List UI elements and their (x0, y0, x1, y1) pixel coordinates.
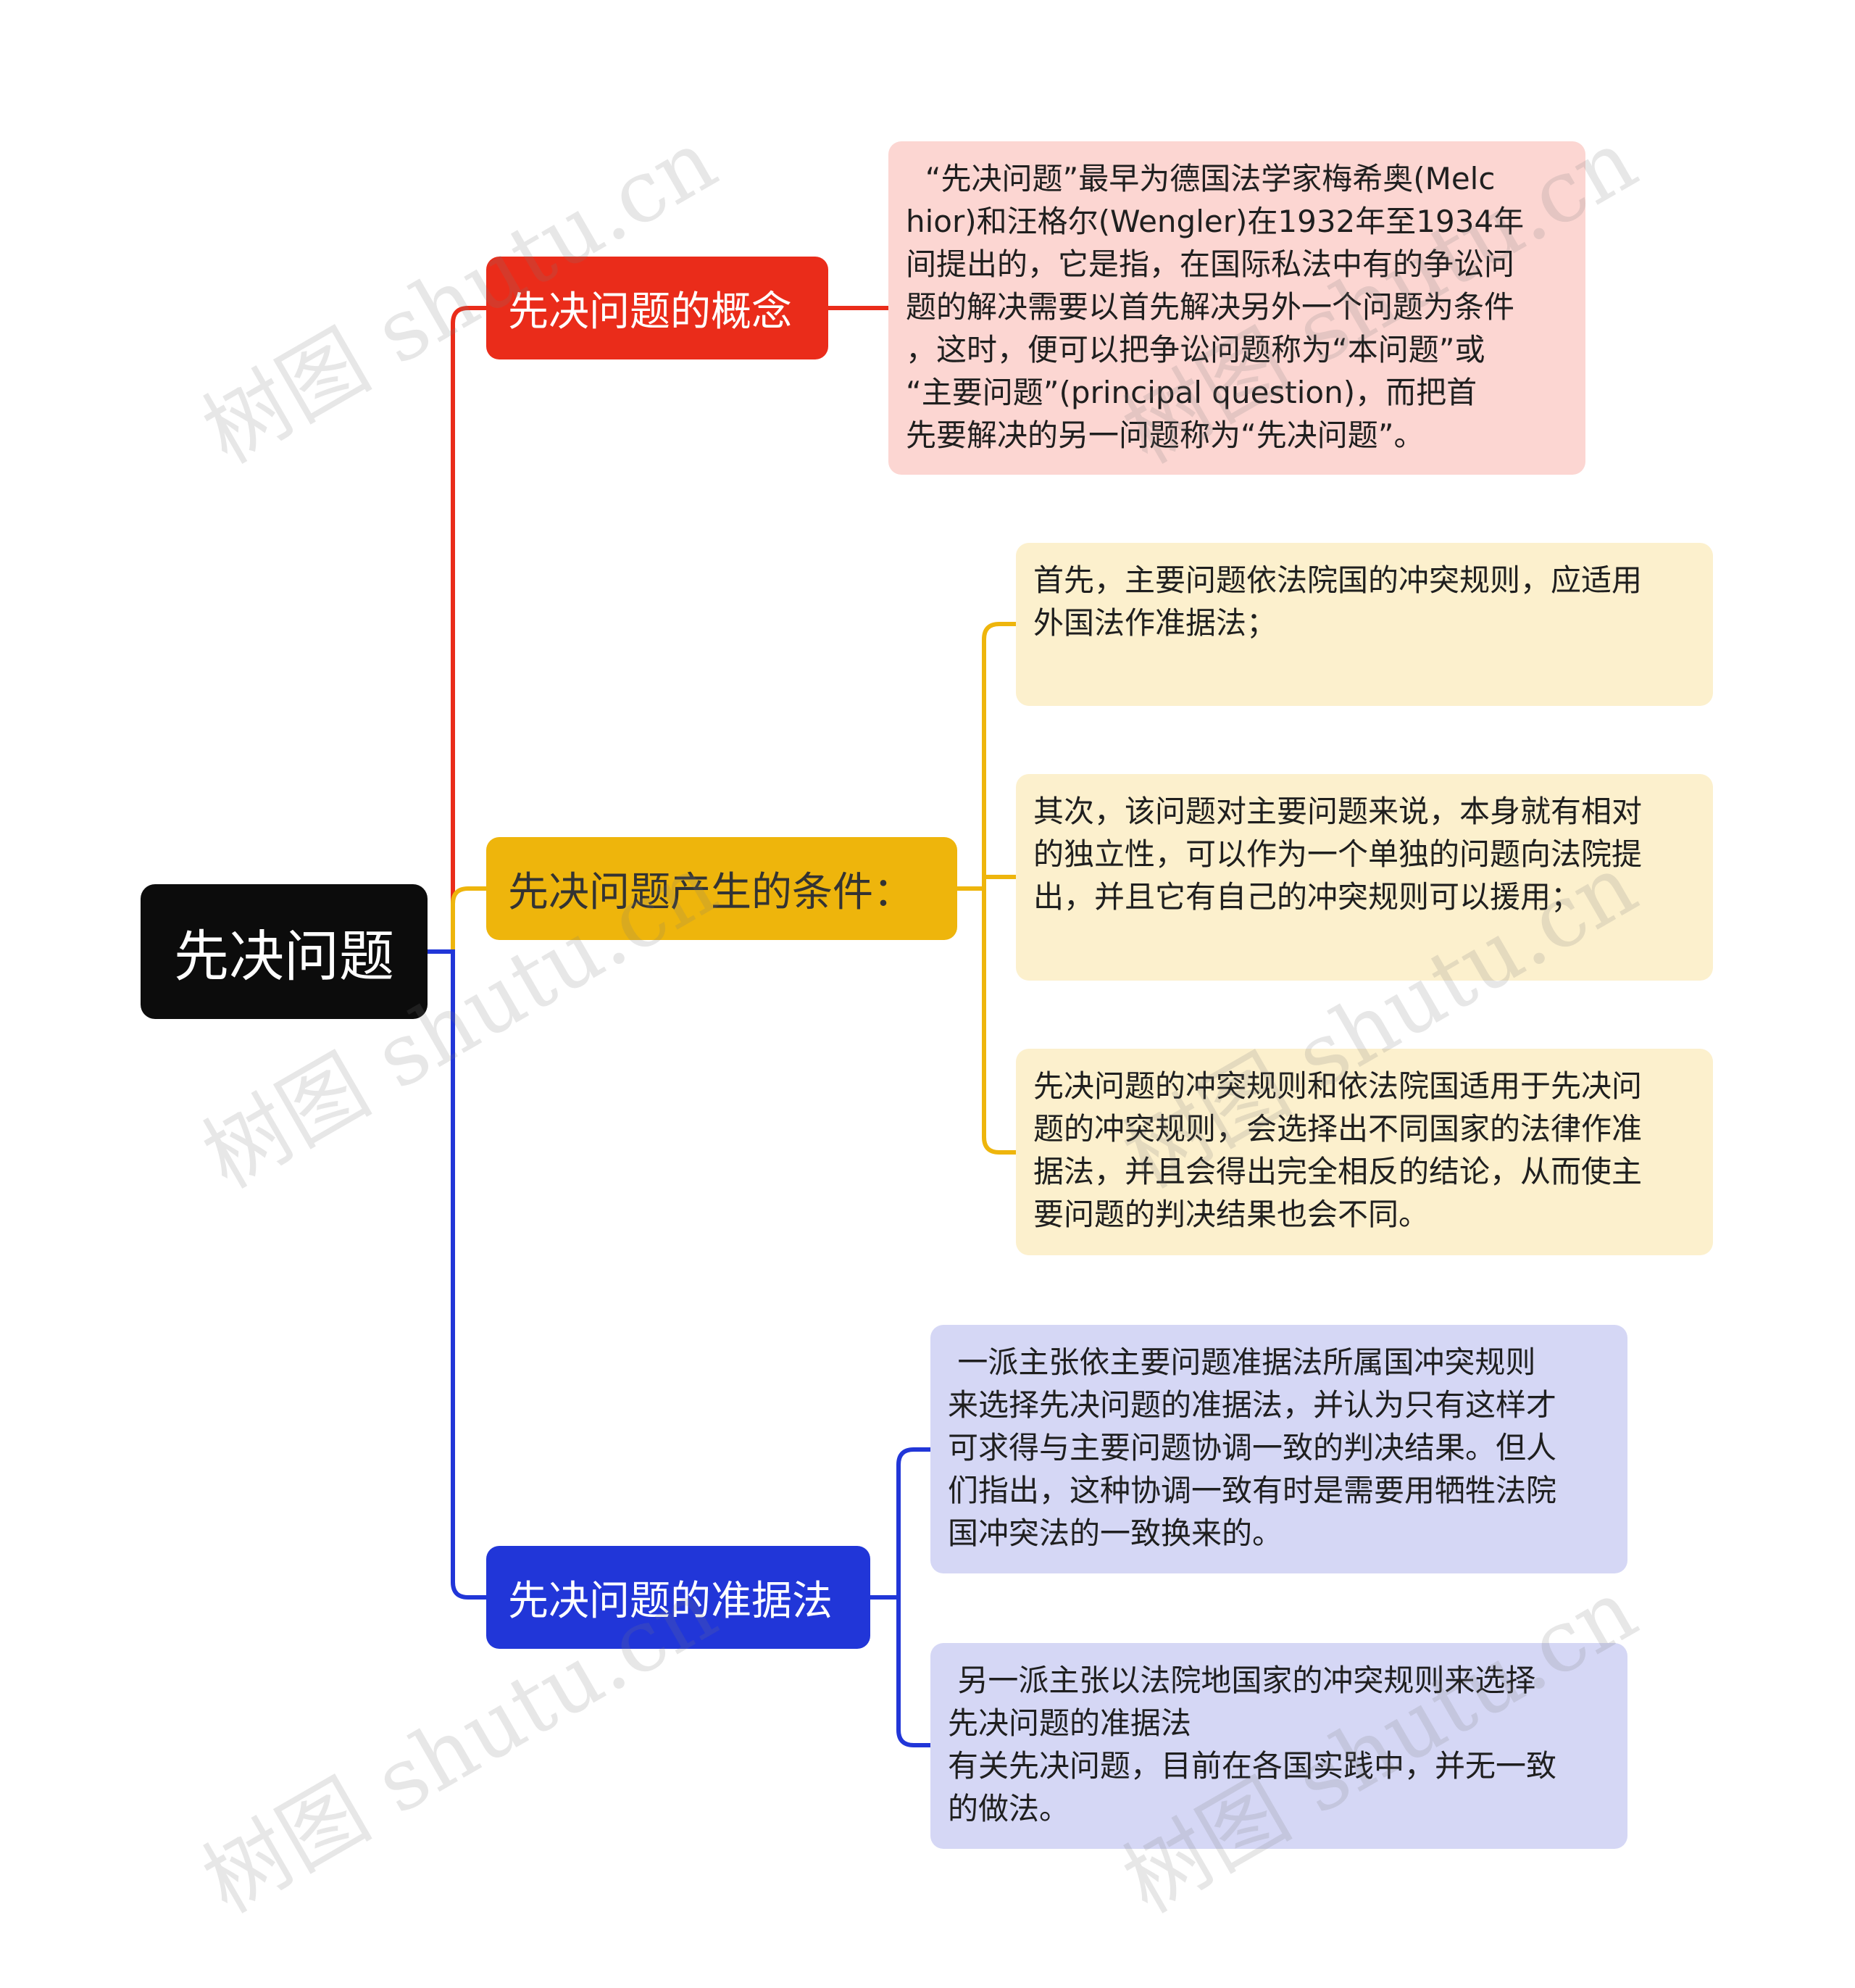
root-node[interactable]: 先决问题 (141, 884, 428, 1019)
leaf-condition-first[interactable]: 首先，主要问题依法院国的冲突规则，应适用 外国法作准据法； (1016, 543, 1713, 706)
branch-concept-label: 先决问题的概念 (508, 288, 792, 336)
branch-conditions[interactable]: 先决问题产生的条件： (486, 837, 957, 940)
leaf-law-view-two[interactable]: 另一派主张以法院地国家的冲突规则来选择 先决问题的准据法 有关先决问题，目前在各… (930, 1643, 1627, 1849)
connector-conditions-leaf-3 (982, 886, 1018, 1155)
connector-conditions-leaf-1 (955, 622, 1018, 891)
branch-law-label: 先决问题的准据法 (508, 1577, 833, 1625)
connector-root-law (425, 949, 488, 1600)
connector-law-leaf-2 (896, 1595, 933, 1747)
leaf-condition-third[interactable]: 先决问题的冲突规则和依法院国适用于先决问 题的冲突规则，会选择出不同国家的法律作… (1016, 1049, 1713, 1255)
root-label: 先决问题 (174, 924, 394, 989)
branch-applicable-law[interactable]: 先决问题的准据法 (486, 1546, 870, 1649)
connector-law-leaf-1 (868, 1447, 933, 1600)
connector-conditions-leaf-2 (982, 875, 1018, 891)
connector-root-conditions (425, 886, 488, 954)
leaf-condition-second[interactable]: 其次，该问题对主要问题来说，本身就有相对 的独立性，可以作为一个单独的问题向法院… (1016, 774, 1713, 981)
branch-concept[interactable]: 先决问题的概念 (486, 257, 828, 359)
connector-root-concept (425, 306, 488, 954)
leaf-concept-definition[interactable]: “先决问题”最早为德国法学家梅希奥(Melc hior)和汪格尔(Wengler… (888, 141, 1585, 475)
leaf-law-view-one[interactable]: 一派主张依主要问题准据法所属国冲突规则 来选择先决问题的准据法，并认为只有这样才… (930, 1325, 1627, 1573)
branch-conditions-label: 先决问题产生的条件： (508, 868, 914, 916)
